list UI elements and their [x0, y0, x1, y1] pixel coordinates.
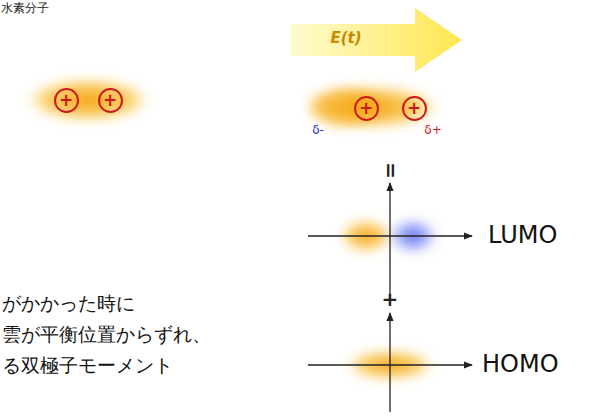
note-text: る双極子モーメント	[2, 355, 173, 377]
orbital-label: HOMO	[482, 351, 559, 379]
charge-circle: +	[54, 88, 79, 113]
electron-cloud	[304, 85, 440, 129]
note-text: 雲が平衡位置からずれ、	[2, 324, 211, 346]
charge-circle: +	[354, 96, 379, 121]
charge-sign: +	[103, 92, 117, 109]
field-label: E(t)	[330, 30, 361, 47]
electron-cloud	[26, 78, 150, 122]
electron-cloud	[311, 89, 379, 125]
axis	[389, 183, 390, 296]
field-arrow	[290, 8, 462, 72]
charge-label: δ+	[424, 124, 441, 138]
plus-sign: +	[382, 288, 399, 311]
note-text: がかかった時に	[2, 293, 135, 315]
charge-sign: +	[59, 92, 73, 109]
orbital-label: LUMO	[488, 222, 557, 250]
charge-sign: +	[407, 100, 421, 117]
charge-circle: +	[98, 88, 123, 113]
equals-sign: =	[378, 162, 401, 179]
charge-sign: +	[359, 100, 373, 117]
title-label: 水素分子	[1, 2, 49, 16]
charge-label: δ-	[312, 124, 324, 138]
axis	[389, 313, 390, 412]
charge-circle: +	[402, 96, 427, 121]
